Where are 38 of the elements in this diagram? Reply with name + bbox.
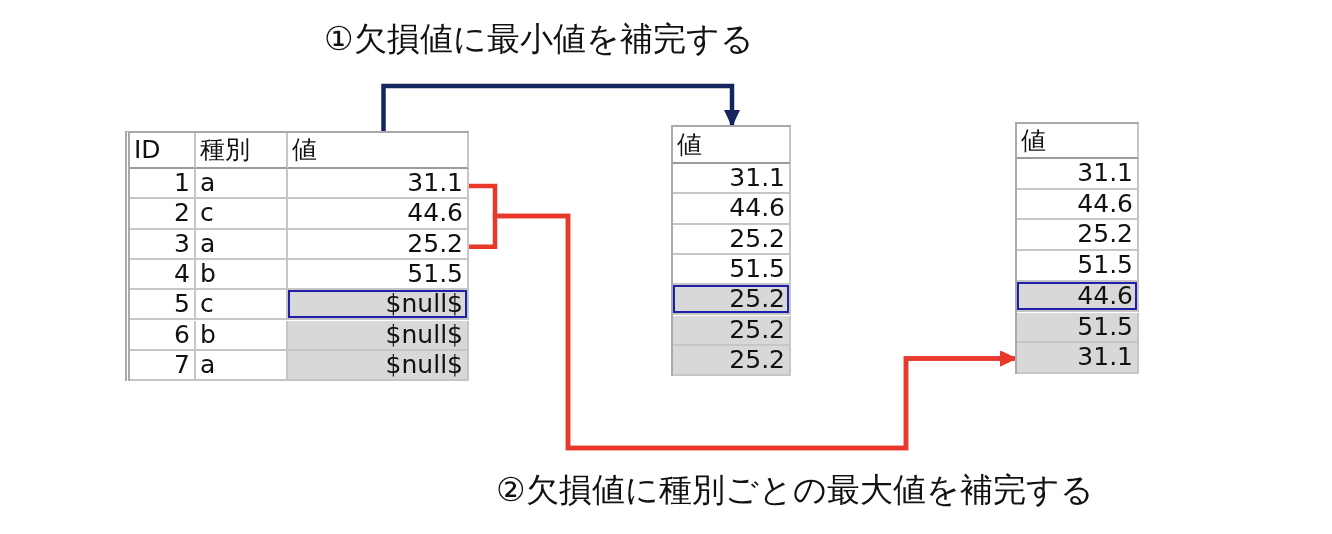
column-header: 種別 [196,133,288,169]
value-cell: 25.2 [673,315,791,346]
value-cell: $null$ [288,320,469,351]
column-header: ID [130,133,196,169]
value-cell: $null$ [288,350,469,382]
row-id-cell: 4 [130,259,196,291]
value-cell: 25.2 [673,285,791,316]
value-cell: 44.6 [288,199,469,230]
value-cell: 51.5 [1017,312,1139,344]
value-cell: 31.1 [1017,159,1139,190]
data-table [671,125,791,377]
column-header: 値 [1017,124,1139,159]
arrow [381,83,740,133]
value-cell: 25.2 [288,229,469,260]
data-table [125,131,469,382]
value-cell: 44.6 [1017,281,1139,313]
value-cell: 25.2 [673,224,791,255]
value-cell: 31.1 [673,164,791,195]
row-id-cell: 6 [130,320,196,351]
row-id-cell: 7 [130,350,196,382]
value-cell: 25.2 [1017,220,1139,252]
category-cell: a [196,229,288,260]
row-id-cell: 1 [130,169,196,200]
value-cell: $null$ [288,290,469,321]
row-id-cell: 2 [130,199,196,230]
column-header: 値 [288,133,469,169]
category-cell: b [196,259,288,291]
value-cell: 31.1 [1017,343,1139,374]
value-cell: 25.2 [673,345,791,377]
value-cell: 44.6 [673,194,791,225]
value-cell: 44.6 [1017,189,1139,221]
column-header: 値 [673,127,791,164]
category-cell: a [196,169,288,200]
value-cell: 31.1 [288,169,469,200]
data-table [1015,122,1139,374]
row-id-cell: 5 [130,290,196,321]
category-cell: c [196,199,288,230]
row-id-cell: 3 [130,229,196,260]
